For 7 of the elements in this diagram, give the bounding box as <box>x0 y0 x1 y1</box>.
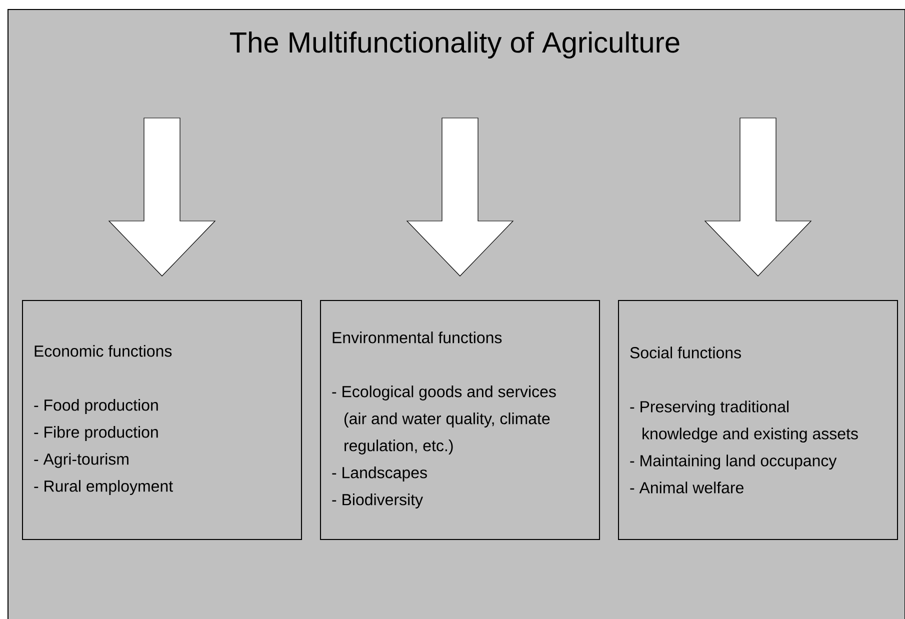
block-arrow <box>406 118 514 276</box>
block-arrow <box>108 118 216 276</box>
function-box: Environmental functions - Ecological goods and services (air and water quality, climate regulation, etc.) - Landscapes - Biodiversity <box>320 300 600 540</box>
block-arrow <box>704 118 812 276</box>
title: The Multifunctionality of Agriculture <box>230 31 680 59</box>
function-box: Social functions - Preserving traditional knowledge and existing assets - Maintaining land occupancy - Animal welfare <box>618 300 898 540</box>
function-box: Economic functions - Food production - Fibre production - Agri-tourism - Rural employment <box>22 300 302 540</box>
